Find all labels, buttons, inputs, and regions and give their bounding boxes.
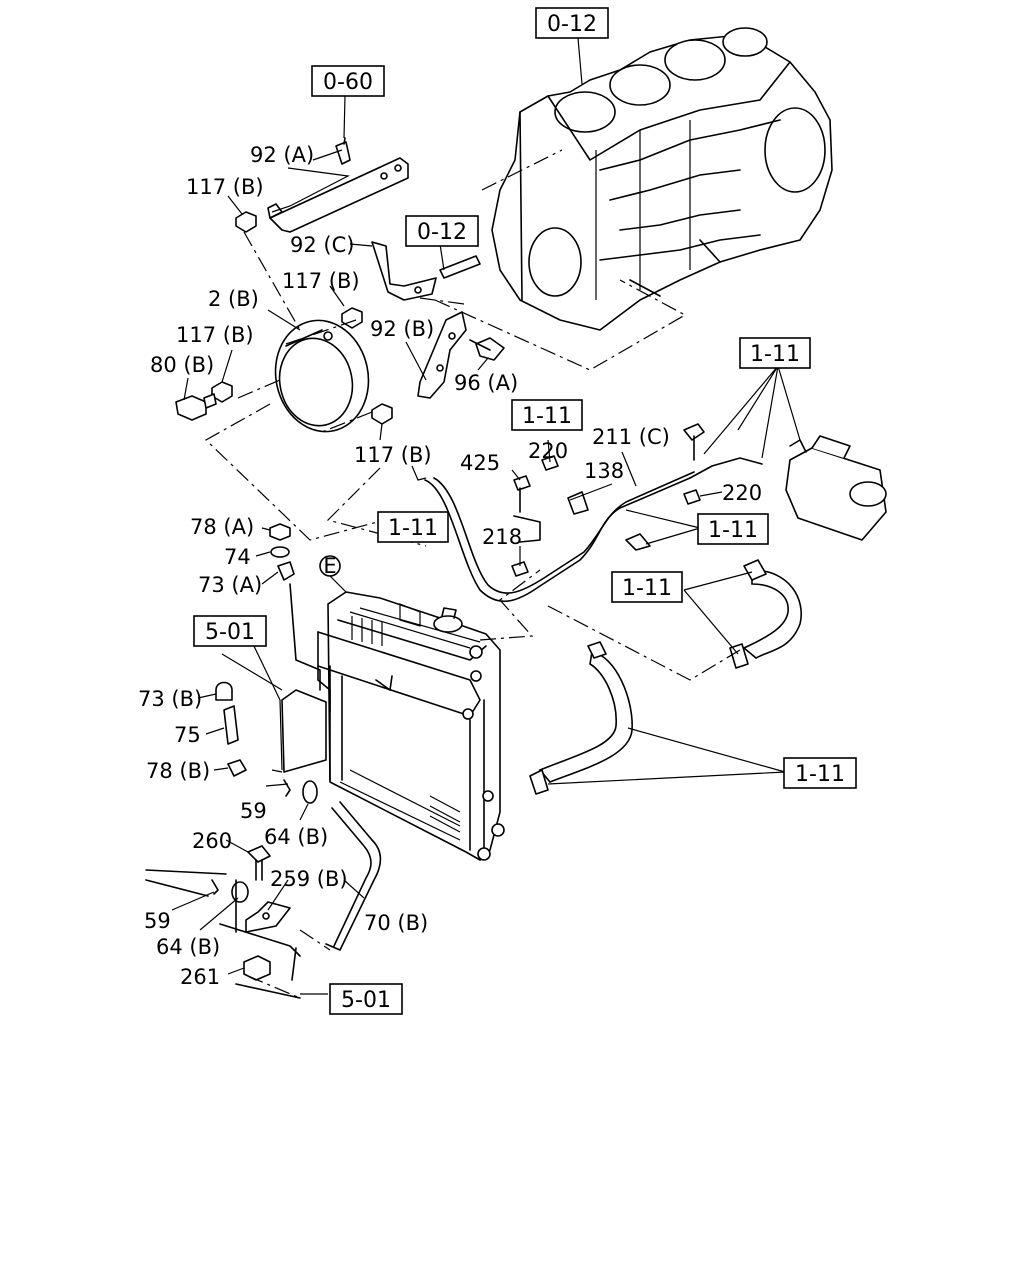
ref-box-0-60: 0-60 xyxy=(311,65,385,97)
bracket-92a xyxy=(267,137,409,233)
ref-box-1-11-clamp: 1-11 xyxy=(697,513,769,545)
label-117b-3: 117 (B) xyxy=(176,323,254,347)
label-425: 425 xyxy=(460,451,500,475)
svg-text:1-11: 1-11 xyxy=(795,762,845,787)
label-92b: 92 (B) xyxy=(370,317,434,341)
label-259b: 259 (B) xyxy=(270,867,348,891)
label-261: 261 xyxy=(180,965,220,989)
ref-box-1-11-tank: 1-11 xyxy=(739,337,811,369)
label-138: 138 xyxy=(584,459,624,483)
svg-text:1-11: 1-11 xyxy=(708,518,758,543)
label-211c: 211 (C) xyxy=(592,425,670,449)
label-96a: 96 (A) xyxy=(454,371,518,395)
label-92a: 92 (A) xyxy=(250,143,314,167)
svg-text:0-60: 0-60 xyxy=(323,70,373,95)
leader-lines xyxy=(171,37,801,995)
label-117b-1: 117 (B) xyxy=(186,175,264,199)
bolt-96a xyxy=(469,337,505,361)
engine-block xyxy=(434,27,833,371)
svg-text:0-12: 0-12 xyxy=(547,12,597,37)
mount-parts-left xyxy=(215,523,321,804)
part-labels: 92 (A) 117 (B) 92 (C) 117 (B) 2 (B) 117 … xyxy=(138,143,762,989)
label-73a: 73 (A) xyxy=(198,573,262,597)
drain-hose xyxy=(325,801,382,951)
svg-text:1-11: 1-11 xyxy=(522,404,572,429)
label-220-1: 220 xyxy=(528,439,568,463)
ref-box-1-11-hose: 1-11 xyxy=(611,571,683,603)
ref-box-5-01-lower: 5-01 xyxy=(329,983,403,1015)
ref-box-0-12-top: 0-12 xyxy=(535,7,609,39)
pin-0-12 xyxy=(439,255,481,279)
label-64b-2: 64 (B) xyxy=(156,935,220,959)
label-117b-4: 117 (B) xyxy=(354,443,432,467)
svg-text:1-11: 1-11 xyxy=(750,342,800,367)
svg-text:E: E xyxy=(323,554,336,578)
label-73b: 73 (B) xyxy=(138,687,202,711)
label-78a: 78 (A) xyxy=(190,515,254,539)
callout-e: E xyxy=(319,554,341,578)
lower-hose xyxy=(529,559,802,795)
mount-parts-lower xyxy=(211,845,291,981)
clamp-bolt-upper xyxy=(511,423,705,577)
label-75: 75 xyxy=(174,723,201,747)
ref-box-1-11-lower: 1-11 xyxy=(783,757,857,789)
label-80b: 80 (B) xyxy=(150,353,214,377)
ref-box-0-12-mid: 0-12 xyxy=(405,215,479,247)
svg-text:5-01: 5-01 xyxy=(205,620,255,645)
label-92c: 92 (C) xyxy=(290,233,354,257)
ref-box-1-11-center: 1-11 xyxy=(511,399,583,431)
svg-text:1-11: 1-11 xyxy=(622,576,672,601)
label-64b-1: 64 (B) xyxy=(264,825,328,849)
label-220-2: 220 xyxy=(722,481,762,505)
ref-box-5-01-upper: 5-01 xyxy=(193,615,267,647)
bracket-92c xyxy=(371,241,437,301)
label-218: 218 xyxy=(482,525,522,549)
label-117b-2: 117 (B) xyxy=(282,269,360,293)
label-59-2: 59 xyxy=(144,909,171,933)
bracket-92b xyxy=(417,311,467,399)
overflow-hose xyxy=(424,457,763,602)
bolt-80b xyxy=(175,393,217,421)
fan-shroud-ring xyxy=(274,319,370,433)
svg-text:0-12: 0-12 xyxy=(417,220,467,245)
label-74: 74 xyxy=(224,545,251,569)
radiator xyxy=(317,591,505,861)
ref-box-1-11-left: 1-11 xyxy=(377,511,449,543)
reserve-tank xyxy=(785,435,887,541)
label-78b: 78 (B) xyxy=(146,759,210,783)
label-59-1: 59 xyxy=(240,799,267,823)
label-260: 260 xyxy=(192,829,232,853)
label-70b: 70 (B) xyxy=(364,911,428,935)
label-2b: 2 (B) xyxy=(208,287,259,311)
svg-text:1-11: 1-11 xyxy=(388,516,438,541)
svg-text:5-01: 5-01 xyxy=(341,988,391,1013)
